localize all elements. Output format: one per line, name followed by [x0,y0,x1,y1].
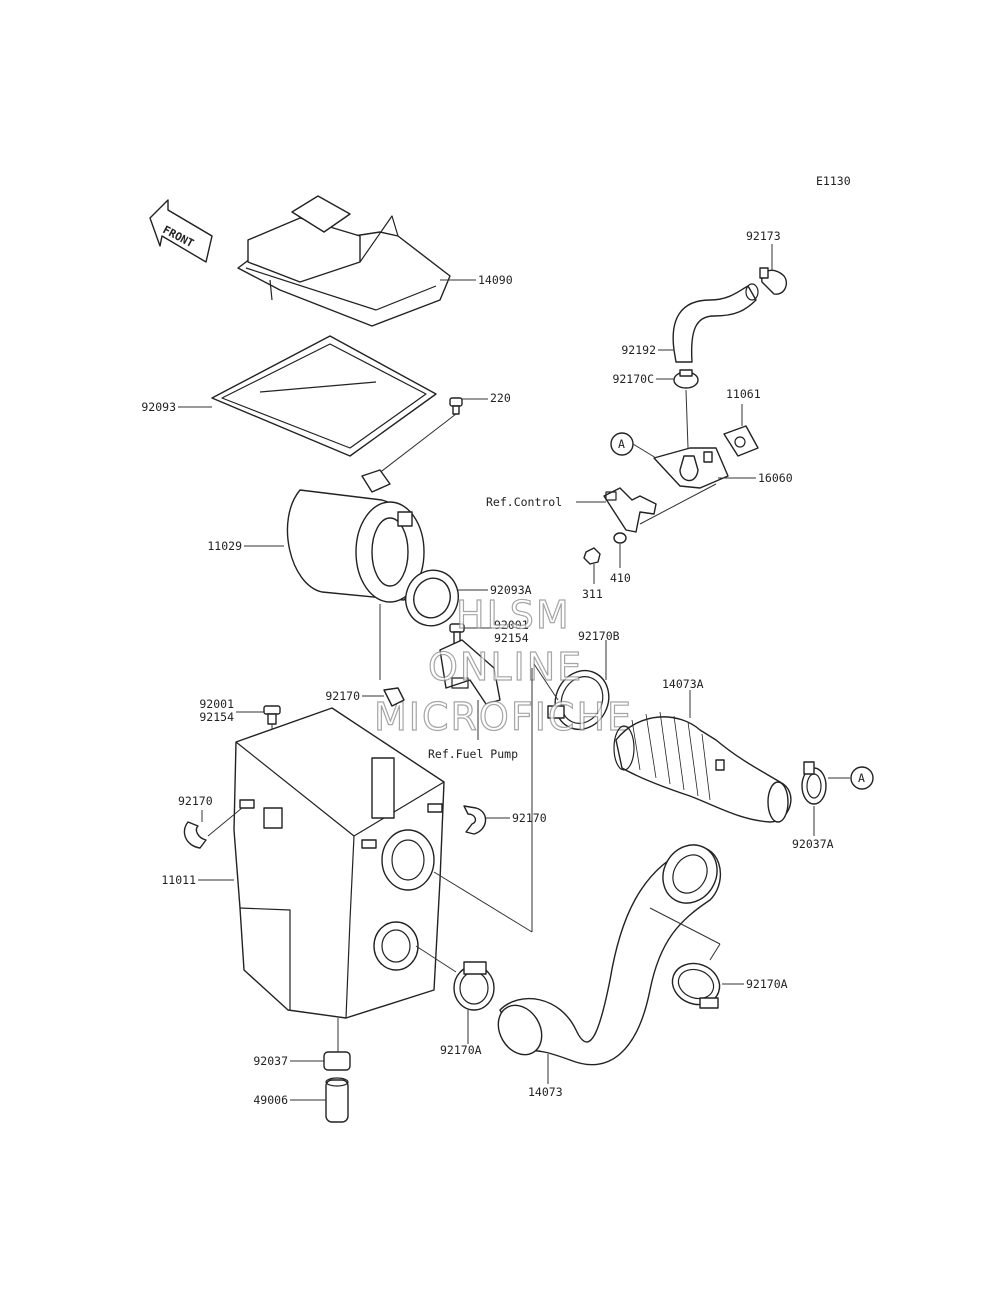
air-cleaner-case [233,707,445,1019]
clamp-92170-right [463,805,487,835]
label-92001-upper: 92001 [494,618,529,632]
label-92154-lower: 92154 [199,710,234,724]
boot-14073A [613,711,792,823]
hose-92192 [672,283,759,363]
label-92170A-right: 92170A [746,977,788,991]
label-92170-left: 92170 [178,794,213,808]
label-92037A: 92037A [792,837,834,851]
nut-311 [583,547,601,565]
clamp-92170-top [383,687,405,707]
label-92170C: 92170C [612,372,654,386]
circle-a-lower [850,766,874,790]
label-92001-lower: 92001 [199,697,234,711]
label-14090: 14090 [478,273,513,287]
gasket-11061 [723,425,759,457]
label-16060: 16060 [758,471,793,485]
label-49006: 49006 [253,1093,288,1107]
label-11029: 11029 [207,539,242,553]
clamp-92170C [673,369,699,389]
air-cleaner-cover [237,195,451,327]
watermark: HLSM ONLINE MICROFICHE [373,592,633,739]
air-filter-element [286,469,425,603]
label-92170-right: 92170 [512,811,547,825]
clamp-92173 [759,267,788,295]
clamp-92170B [547,669,610,731]
label-410: 410 [610,571,631,585]
control-bracket [603,487,657,533]
label-11011: 11011 [161,873,196,887]
svg-text:HLSM: HLSM [456,593,571,637]
label-92170-top: 92170 [325,689,360,703]
clamp-92170-left [183,821,207,849]
bolt-92001-lower [263,705,281,725]
label-92037: 92037 [253,1054,288,1068]
clamp-92170A-right [671,962,721,1009]
label-92173: 92173 [746,229,781,243]
label-92170B: 92170B [578,629,620,643]
breather-16060 [653,447,729,489]
label-14073: 14073 [528,1085,563,1099]
ref-fuel-pump-label: Ref.Fuel Pump [428,747,518,761]
diagram-code: E1130 [816,174,851,188]
clamp-92037A [801,761,827,805]
fuel-pump-bracket [439,639,501,705]
washer-410 [613,532,627,544]
ref-control-label: Ref.Control [486,495,562,509]
label-14073A: 14073A [662,677,704,691]
label-92093A: 92093A [490,583,532,597]
svg-text:ONLINE: ONLINE [428,645,583,689]
label-92154-upper: 92154 [494,631,529,645]
label-92170A-mid: 92170A [440,1043,482,1057]
clamp-92170A-mid [453,961,495,1011]
seal-ring [405,569,459,627]
front-arrow-icon: FRONT [149,199,213,263]
label-a-upper: A [618,437,625,451]
label-311: 311 [582,587,603,601]
label-a-lower: A [858,771,865,785]
label-92192: 92192 [621,343,656,357]
label-11061: 11061 [726,387,761,401]
svg-text:MICROFICHE: MICROFICHE [374,695,633,739]
bolt-220 [449,397,463,415]
gasket [211,335,437,457]
label-92093: 92093 [141,400,176,414]
label-220: 220 [490,391,511,405]
drain-pipe [325,1077,349,1123]
clamp-92037 [323,1051,351,1071]
duct-14073 [497,844,722,1066]
